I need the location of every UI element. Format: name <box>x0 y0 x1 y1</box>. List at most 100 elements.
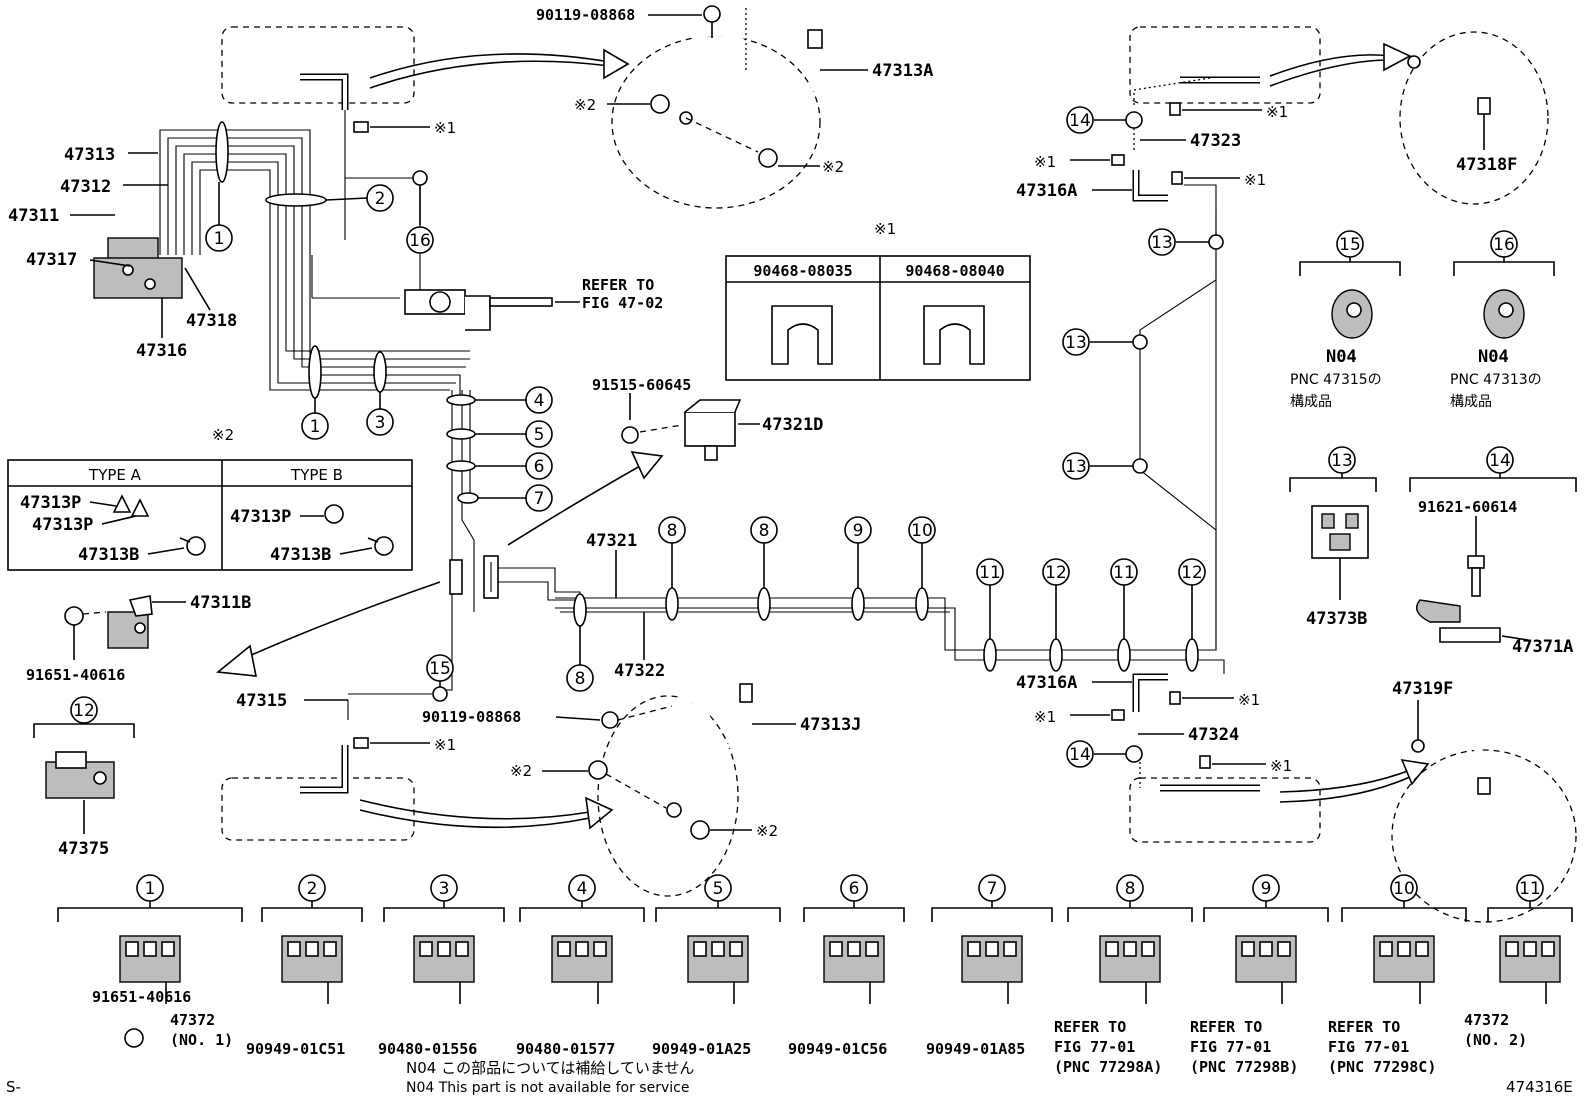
grommet-16-note-1: PNC 47313の <box>1450 372 1542 388</box>
bolt-90119-top <box>703 5 721 23</box>
label-47311B: 47311B <box>190 593 251 613</box>
grommet-15-note-2: 構成品 <box>1290 394 1332 410</box>
label-47322: 47322 <box>614 661 665 681</box>
clamp-legend-number: 4 <box>577 879 588 899</box>
clamp-legend-label: (PNC 77298C) <box>1328 1058 1436 1076</box>
refer-fig-47-02-line1: REFER TO <box>582 276 654 294</box>
mark-2-bot-a: ※2 <box>510 762 532 780</box>
label-47317: 47317 <box>26 250 77 270</box>
svg-text:16: 16 <box>409 231 431 251</box>
clamp-legend-label: 90949-01A85 <box>926 1040 1025 1058</box>
label-47324: 47324 <box>1188 725 1239 745</box>
arrow-to-rear-right-hose <box>1383 42 1412 72</box>
label-47316A-bot: 47316A <box>1016 673 1077 693</box>
svg-text:1: 1 <box>214 229 225 249</box>
callout-6 <box>525 452 553 480</box>
valve-47321D <box>684 411 736 447</box>
svg-text:14: 14 <box>1069 745 1091 765</box>
clamp-12-a <box>1049 638 1063 672</box>
clamp-legend-number: 3 <box>439 879 450 899</box>
mark-1-tl: ※1 <box>434 119 456 137</box>
svg-text:10: 10 <box>911 521 933 541</box>
mark-1-r2: ※1 <box>1244 171 1266 189</box>
svg-text:13: 13 <box>1331 451 1353 471</box>
clamp-legend-number: 1 <box>145 879 156 899</box>
master-cylinder-reservoir <box>107 237 159 261</box>
callout-13-c <box>1062 452 1090 480</box>
clamp-8-a <box>573 593 587 627</box>
callout-15 <box>426 654 454 682</box>
callout-11-b <box>1110 558 1138 586</box>
grommet-16-code: N04 <box>1478 347 1509 367</box>
mark-1-bl: ※1 <box>434 736 456 754</box>
svg-text:13: 13 <box>1065 333 1087 353</box>
clamp-10 <box>915 587 929 621</box>
label-47318F: 47318F <box>1456 155 1517 175</box>
svg-text:13: 13 <box>1065 457 1087 477</box>
svg-text:11: 11 <box>1113 563 1135 583</box>
svg-text:16: 16 <box>1493 235 1515 255</box>
clamp-8-b <box>665 587 679 621</box>
svg-text:8: 8 <box>759 521 770 541</box>
clamp-legend-label: 90949-01C51 <box>246 1040 345 1058</box>
svg-text:4: 4 <box>534 391 545 411</box>
clamp-11-b <box>1117 638 1131 672</box>
clamp-12-b <box>1185 638 1199 672</box>
shim-table <box>725 255 1031 381</box>
type-a-47313P-2: 47313P <box>32 515 93 535</box>
label-47371A: 47371A <box>1512 637 1573 657</box>
callout-1-b <box>301 412 329 440</box>
label-47313: 47313 <box>64 145 115 165</box>
label-91515: 91515-60645 <box>592 376 691 394</box>
clamp-legend-label: REFER TO <box>1328 1018 1400 1036</box>
callout-14-a <box>1066 106 1094 134</box>
clamp-legend-label: 90480-01556 <box>378 1040 477 1058</box>
clamp-legend-number: 2 <box>307 879 318 899</box>
detail-rear-right-hose <box>1399 31 1549 205</box>
label-47319F: 47319F <box>1392 679 1453 699</box>
bolt-mark-2 <box>758 148 778 168</box>
detail-front-left-hose <box>611 35 821 209</box>
svg-text:15: 15 <box>1339 235 1361 255</box>
callout-5 <box>525 420 553 448</box>
svg-text:2: 2 <box>375 189 386 209</box>
mark-1-r5: ※1 <box>1270 757 1292 775</box>
svg-text:12: 12 <box>1045 563 1067 583</box>
clamp-legend-item-3: 3 90480-01556 <box>378 874 505 1058</box>
type-b-47313B: 47313B <box>270 545 331 565</box>
type-table-mark: ※2 <box>212 426 234 444</box>
svg-text:15: 15 <box>429 659 451 679</box>
clamp-5 <box>446 428 476 440</box>
clamp-1-upper <box>215 121 229 183</box>
type-a-47313P-1: 47313P <box>20 493 81 513</box>
svg-text:7: 7 <box>534 489 545 509</box>
svg-text:11: 11 <box>979 563 1001 583</box>
callout-13-b <box>1062 328 1090 356</box>
arrow-to-front-right-hose <box>585 796 614 830</box>
svg-text:1: 1 <box>310 417 321 437</box>
grommet-15-code: N04 <box>1326 347 1357 367</box>
nut-mark-2 <box>690 820 710 840</box>
arrow-to-47321D <box>630 451 664 480</box>
mark-2-top-a: ※2 <box>574 96 596 114</box>
type-b-header: TYPE B <box>290 466 343 484</box>
clamp-legend-number: 11 <box>1519 879 1541 899</box>
diagram-id: 474316E <box>1506 1078 1573 1096</box>
clamp-7 <box>457 492 479 504</box>
clamp-legend-label: REFER TO <box>1190 1018 1262 1036</box>
clamp-8-c <box>757 587 771 621</box>
type-b-47313P: 47313P <box>230 507 291 527</box>
label-47311: 47311 <box>8 206 59 226</box>
mark-2-bot-b: ※2 <box>756 822 778 840</box>
type-a-47313B: 47313B <box>78 545 139 565</box>
label-90119-top: 90119-08868 <box>536 6 635 24</box>
svg-text:3: 3 <box>375 413 386 433</box>
